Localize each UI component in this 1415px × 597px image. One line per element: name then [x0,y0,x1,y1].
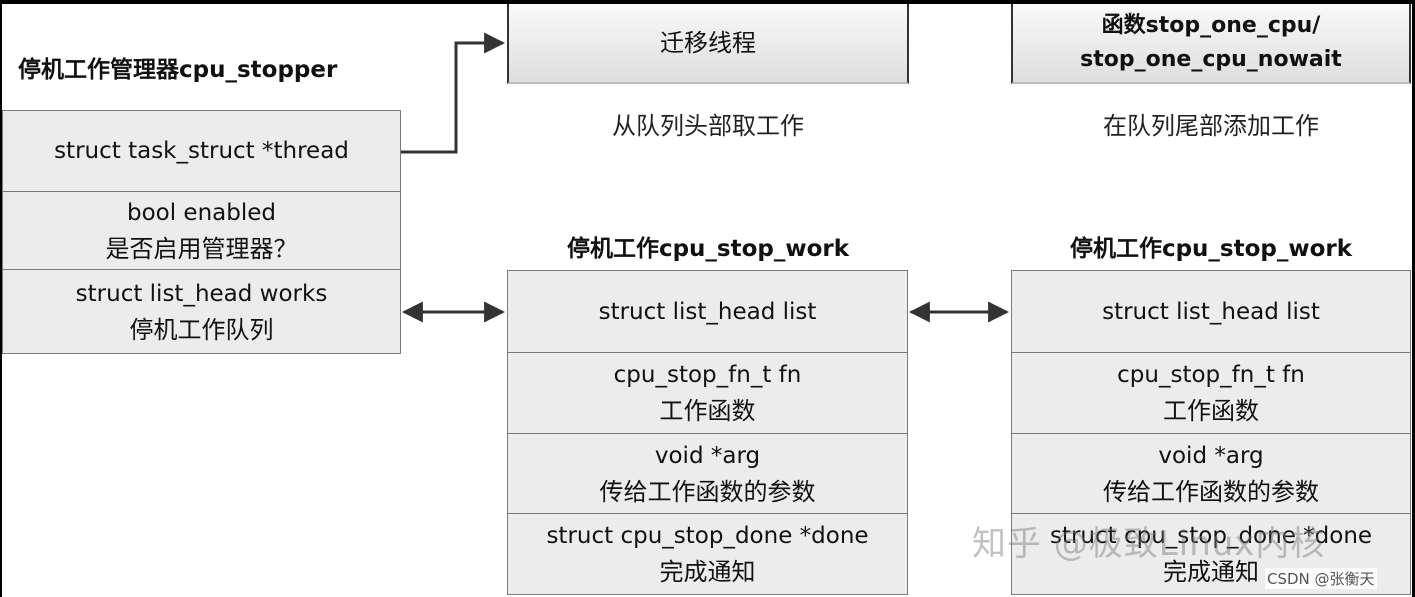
field-code: struct list_head list [598,298,817,325]
work-left-field-list: struct list_head list [507,270,908,353]
migration-thread-box: 迁移线程 [507,4,909,84]
frame-left-border [0,0,2,597]
stopper-struct: struct task_struct *thread bool enabled … [2,110,401,354]
function-line-1: 函数stop_one_cpu/ [1101,13,1321,38]
function-line-2: stop_one_cpu_nowait [1080,47,1342,72]
work-left-field-arg: void *arg 传给工作函数的参数 [507,434,908,514]
function-caption: 在队列尾部添加工作 [1103,112,1319,140]
field-code: void *arg [654,442,761,469]
work-left-struct: struct list_head list cpu_stop_fn_t fn 工… [507,270,908,595]
stopper-field-enabled: bool enabled 是否启用管理器？ [2,192,401,270]
stopper-field-thread: struct task_struct *thread [2,110,401,192]
work-left-field-fn: cpu_stop_fn_t fn 工作函数 [507,353,908,434]
work-left-field-done: struct cpu_stop_done *done 完成通知 [507,514,908,595]
work-right-struct: struct list_head list cpu_stop_fn_t fn 工… [1011,270,1411,595]
field-code: struct task_struct *thread [54,138,349,164]
field-code: cpu_stop_fn_t fn [1117,362,1305,388]
field-desc: 完成通知 [1163,558,1259,586]
field-code: cpu_stop_fn_t fn [613,362,802,388]
field-code: bool enabled [126,199,276,226]
field-desc: 是否启用管理器？ [105,234,298,263]
work-right-title: 停机工作cpu_stop_work [1069,236,1353,262]
stopper-field-works: struct list_head works 停机工作队列 [2,270,401,354]
field-code: struct list_head works [75,280,328,307]
migration-thread-caption: 从队列头部取工作 [612,112,804,140]
thread-to-migration-arrow [401,32,506,154]
stopper-title: 停机工作管理器cpu_stopper [18,57,338,83]
field-desc: 工作函数 [1163,397,1259,425]
csdn-watermark: CSDN @张衡天 [1265,568,1377,589]
field-code: struct list_head list [1102,298,1320,325]
field-desc: 完成通知 [659,558,756,586]
frame-top-border [0,0,1415,4]
watermark: 知乎 @极致Linux内核 [972,524,1326,564]
work-left-title: 停机工作cpu_stop_work [566,236,850,262]
field-code: struct cpu_stop_done *done [1049,523,1373,549]
field-desc: 传给工作函数的参数 [599,477,816,506]
field-desc: 传给工作函数的参数 [1103,477,1319,506]
function-box: 函数stop_one_cpu/ stop_one_cpu_nowait [1011,4,1411,84]
migration-thread-label: 迁移线程 [660,29,756,57]
field-code: struct cpu_stop_done *done [546,523,869,549]
work-right-field-list: struct list_head list [1011,270,1411,353]
work-right-field-fn: cpu_stop_fn_t fn 工作函数 [1011,353,1411,434]
field-desc: 工作函数 [659,397,756,425]
work-right-field-done: struct cpu_stop_done *done 完成通知 [1011,514,1411,595]
field-desc: 停机工作队列 [129,315,274,344]
work-right-field-arg: void *arg 传给工作函数的参数 [1011,434,1411,514]
frame-right-border [1412,0,1415,597]
field-code: void *arg [1158,442,1264,469]
